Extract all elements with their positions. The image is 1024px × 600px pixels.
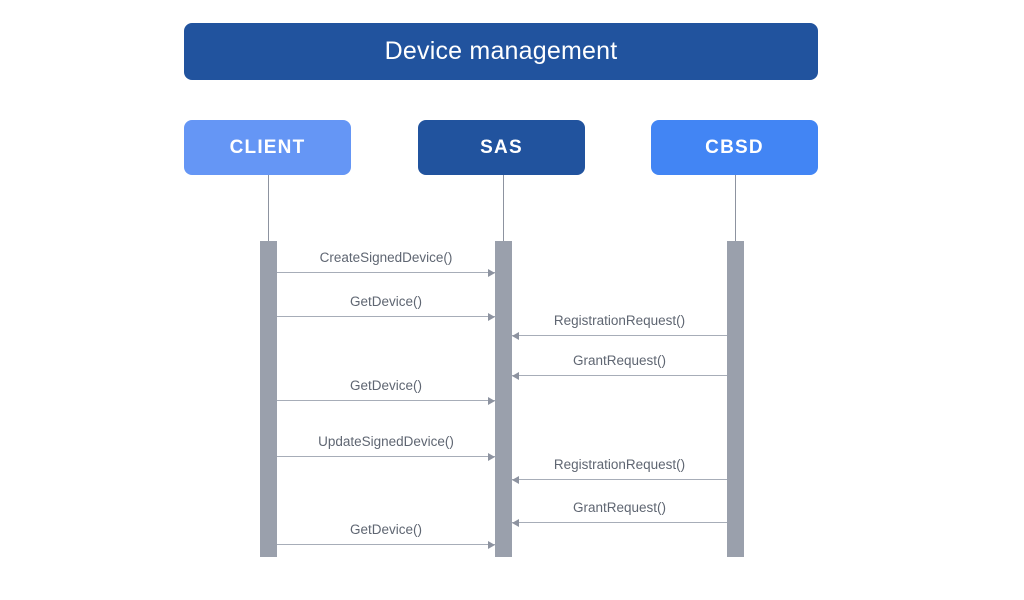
message-line xyxy=(277,456,495,457)
message-line xyxy=(512,522,727,523)
arrowhead-right-icon xyxy=(488,268,495,277)
message-label: GrantRequest() xyxy=(572,353,667,368)
message-line xyxy=(512,375,727,376)
arrowhead-right-icon xyxy=(488,396,495,405)
message-label: RegistrationRequest() xyxy=(553,313,686,328)
participant-label-sas: SAS xyxy=(480,137,523,158)
activation-bar-sas xyxy=(495,241,512,557)
arrowhead-right-icon xyxy=(488,312,495,321)
arrowhead-right-icon xyxy=(488,452,495,461)
diagram-title-banner: Device management xyxy=(184,23,818,80)
message-label: UpdateSignedDevice() xyxy=(318,434,454,449)
arrowhead-left-icon xyxy=(512,475,519,484)
participant-box-sas[interactable]: SAS xyxy=(418,120,585,175)
arrowhead-left-icon xyxy=(512,331,519,340)
participant-box-client[interactable]: CLIENT xyxy=(184,120,351,175)
participant-box-cbsd[interactable]: CBSD xyxy=(651,120,818,175)
message-label: RegistrationRequest() xyxy=(553,457,686,472)
message-line xyxy=(277,316,495,317)
message-label: GrantRequest() xyxy=(572,500,667,515)
lifeline-cbsd xyxy=(735,175,736,241)
participant-label-client: CLIENT xyxy=(229,137,306,158)
message-line xyxy=(277,544,495,545)
message-label: GetDevice() xyxy=(349,378,422,393)
message-label: GetDevice() xyxy=(349,294,422,309)
participant-label-cbsd: CBSD xyxy=(705,137,764,158)
lifeline-client xyxy=(268,175,269,241)
message-line xyxy=(277,272,495,273)
arrowhead-right-icon xyxy=(488,540,495,549)
page-title: Device management xyxy=(384,37,618,65)
arrowhead-left-icon xyxy=(512,518,519,527)
arrowhead-left-icon xyxy=(512,371,519,380)
message-label: CreateSignedDevice() xyxy=(319,250,453,265)
message-line xyxy=(512,479,727,480)
message-line xyxy=(512,335,727,336)
activation-bar-cbsd xyxy=(727,241,744,557)
message-label: GetDevice() xyxy=(349,522,422,537)
activation-bar-client xyxy=(260,241,277,557)
message-line xyxy=(277,400,495,401)
lifeline-sas xyxy=(503,175,504,241)
